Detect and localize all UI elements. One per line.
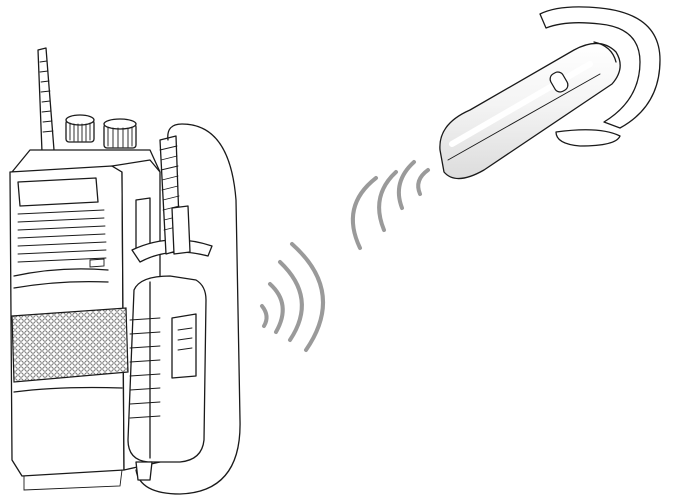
carry-strap-icon <box>12 308 128 382</box>
antenna-icon <box>38 48 54 152</box>
signal-wave-xlarge <box>292 244 323 350</box>
bluetooth-earpiece-icon <box>440 7 660 179</box>
signal-wave-ear-medium <box>399 162 414 208</box>
coiled-cable-icon <box>160 136 190 254</box>
signal-wave-small <box>262 306 267 326</box>
signal-wave-ear-xlarge <box>353 178 376 248</box>
signal-wave-ear-small <box>418 170 428 194</box>
wireless-signal-icon <box>262 162 428 350</box>
channel-knob-icon <box>104 119 136 148</box>
signal-wave-ear-large <box>379 172 396 230</box>
volume-knob-icon <box>66 115 94 142</box>
signal-wave-medium <box>270 284 283 332</box>
